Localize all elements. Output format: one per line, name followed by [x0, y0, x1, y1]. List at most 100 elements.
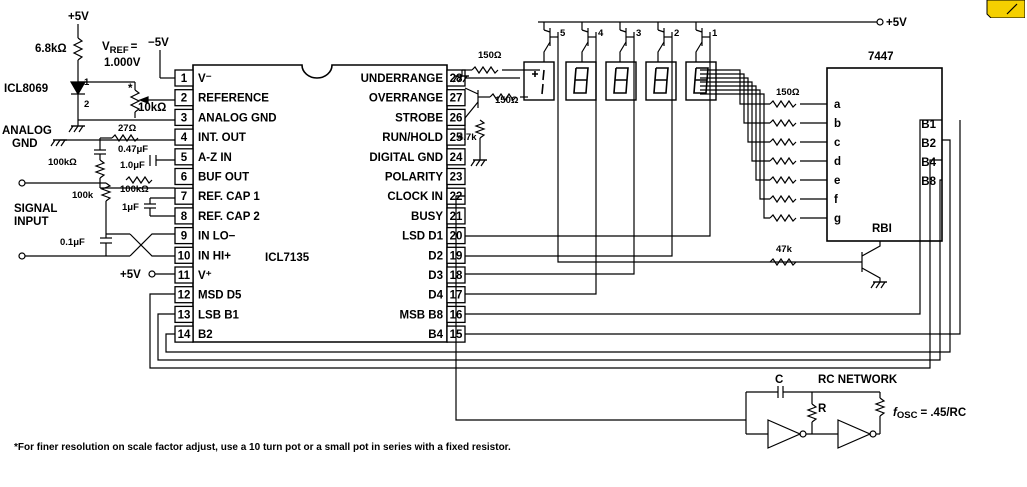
segment-resistors	[700, 69, 827, 223]
pin-number: 1	[181, 73, 188, 85]
seven-segment-display	[605, 61, 637, 101]
decoder-input-B4: B4	[921, 157, 936, 169]
analog-gnd-line1: ANALOG	[2, 125, 52, 137]
pin-label: B4	[428, 329, 443, 341]
pin-label: OVERRANGE	[369, 93, 443, 105]
r-47k-rbi: 47k	[776, 244, 793, 255]
segment-resistor	[700, 93, 827, 223]
footnote: *For finer resolution on scale factor ad…	[14, 442, 511, 453]
c-047: 0.47μF	[118, 144, 148, 155]
r-150-a: 150Ω	[478, 50, 502, 61]
icl8069-label: ICL8069	[4, 83, 48, 95]
decoder-input-B8: B8	[921, 176, 936, 188]
pin-number: 11	[178, 270, 191, 282]
decoder-rbi: RBI	[872, 223, 892, 235]
analog-gnd-line2: GND	[12, 138, 38, 150]
pin-number: 25	[450, 132, 463, 144]
pin-number: 13	[178, 309, 191, 321]
pin-number: 23	[450, 172, 463, 184]
pin-label: V⁺	[198, 270, 212, 282]
r-4k7: 4.7k	[458, 132, 477, 143]
segment-resistor	[700, 89, 827, 204]
r-150-b: 150Ω	[495, 95, 519, 106]
signal-line1: SIGNAL	[14, 203, 57, 215]
pin-label: BUSY	[411, 211, 443, 223]
pin-label: IN LO−	[198, 231, 236, 243]
decoder-name: 7447	[868, 51, 894, 63]
c-01: 0.1μF	[60, 237, 85, 248]
ic-pin-6: 6 BUF OUT	[174, 167, 249, 186]
r-27: 27Ω	[118, 123, 137, 134]
pin-label: IN HI+	[198, 250, 231, 262]
rc-c: C	[775, 374, 783, 386]
pin-label: ANALOG GND	[198, 112, 277, 124]
digit-number: 2	[674, 28, 679, 39]
driver-transistor: 1	[695, 22, 718, 62]
c-10: 1.0μF	[120, 160, 145, 171]
r-100k-in: 100k	[72, 190, 94, 201]
driver-transistor: 5	[543, 22, 566, 62]
plus5v-v: +5V	[120, 269, 141, 281]
pin-label: STROBE	[395, 112, 443, 124]
segment-resistor	[700, 73, 827, 128]
pin-label: INT. OUT	[198, 132, 246, 144]
seven-segment-display	[523, 61, 555, 101]
ic-pin-7: 7 REF. CAP 1	[174, 187, 260, 205]
pin-number: 3	[181, 112, 187, 124]
r-10k: 10kΩ	[138, 102, 166, 114]
pin-2-label: 2	[84, 99, 89, 110]
pin-number: 7	[181, 191, 187, 203]
segment-resistor	[700, 81, 827, 166]
r-100k-buf: 100kΩ	[120, 184, 149, 195]
decoder-output-c: c	[834, 137, 841, 149]
ic-pin-14: 14 B2	[174, 325, 213, 343]
pin-label: LSB B1	[198, 309, 240, 321]
ic-name: ICL7135	[265, 252, 310, 264]
decoder-output-g: g	[834, 213, 841, 225]
pin-label: REF. CAP 1	[198, 191, 260, 203]
pin-label: B2	[198, 329, 213, 341]
ic-pin-25: 25 RUN/HOLD	[382, 128, 466, 146]
pin-number: 14	[178, 329, 191, 341]
r-6k8: 6.8kΩ	[35, 43, 67, 55]
pin-label: REFERENCE	[198, 93, 269, 105]
r-150-seg: 150Ω	[776, 87, 800, 98]
note-icon[interactable]	[985, 0, 1025, 18]
pin-label: MSB B8	[400, 309, 444, 321]
pin-label: REF. CAP 2	[198, 211, 260, 223]
driver-transistor: 3	[619, 22, 641, 62]
pin-number: 5	[181, 152, 188, 164]
pin-label: RUN/HOLD	[382, 132, 443, 144]
star-mark: *	[128, 83, 133, 95]
rc-r: R	[818, 403, 827, 415]
ic-pin-23: 23 POLARITY	[385, 167, 466, 186]
pin-label: D4	[428, 290, 443, 302]
pin-label: BUF OUT	[198, 172, 249, 184]
pin-label: DIGITAL GND	[369, 152, 443, 164]
pin-number: 6	[181, 172, 187, 184]
pin-number: 2	[181, 93, 187, 105]
decoder-7447: 7447 RBI	[826, 51, 943, 242]
minus5v: −5V	[148, 37, 169, 49]
segment-resistor	[700, 77, 827, 147]
ic-pin-2: 2 REFERENCE	[174, 89, 269, 107]
segment-resistor	[700, 69, 827, 109]
seven-segment-display	[565, 61, 597, 101]
pin-label: POLARITY	[385, 172, 443, 184]
digit-number: 1	[712, 28, 718, 39]
pin-number: 27	[450, 93, 463, 105]
driver-transistor: 4	[581, 22, 604, 62]
digit-number: 5	[560, 28, 566, 39]
pin-number: 12	[178, 290, 191, 302]
